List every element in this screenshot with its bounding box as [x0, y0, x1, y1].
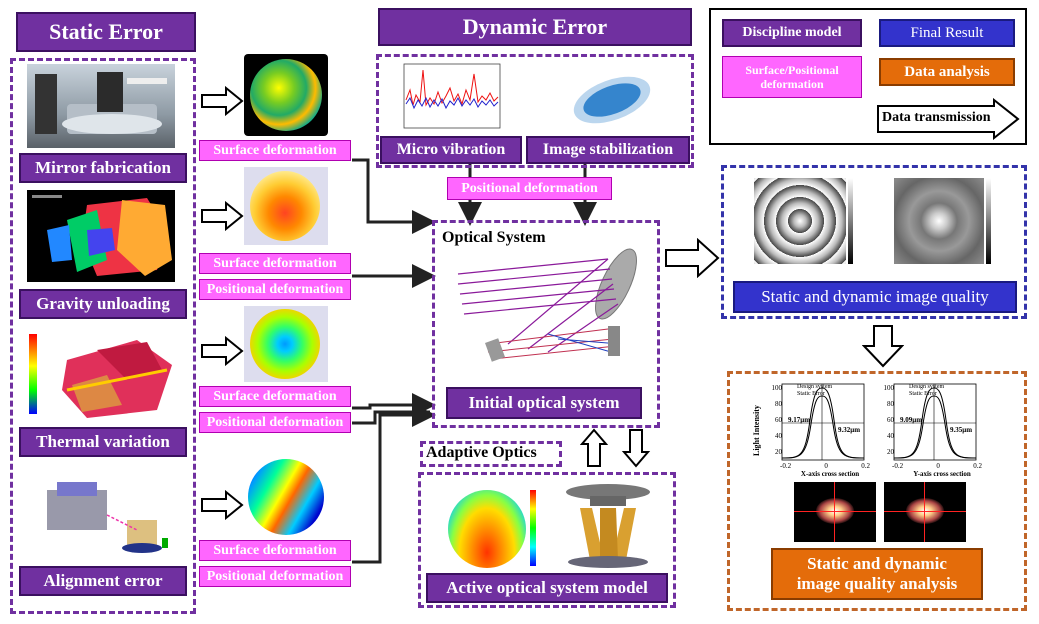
image-quality-panel: [721, 165, 1027, 319]
micro-vibration-label: Micro vibration: [380, 136, 522, 164]
y-cross-section-plot: [872, 380, 980, 474]
surface-deformation-label-1: Surface deformation: [199, 140, 351, 161]
y-plot-legend-static: Static Error: [909, 391, 937, 397]
optical-system-panel: [432, 220, 660, 428]
surface-contour-3: [244, 306, 328, 382]
section-mirror-fabrication: Mirror fabrication: [19, 153, 187, 183]
dynamic-error-panel: [376, 54, 694, 168]
outline-arrow-icon: [201, 86, 244, 116]
x-fwhm-value-2: 9.32μm: [838, 426, 861, 434]
static-dynamic-image-quality-label: Static and dynamic image quality: [733, 281, 1017, 313]
static-dynamic-image-quality-analysis-label: Static and dynamic image quality analysi…: [771, 548, 983, 600]
legend-final-result: Final Result: [879, 19, 1015, 47]
adaptive-optics-title: Adaptive Optics: [426, 444, 537, 461]
x-plot-y-ticks: 100 80 60 40 20: [771, 384, 783, 456]
positional-deformation-label-4: Positional deformation: [199, 566, 351, 587]
section-thermal-variation: Thermal variation: [19, 427, 187, 457]
section-alignment-error: Alignment error: [19, 566, 187, 596]
x-cross-section-caption: X-axis cross section: [800, 470, 860, 478]
mirror-fabrication-photo: [27, 64, 175, 148]
legend-discipline-model: Discipline model: [722, 19, 862, 47]
static-error-title: Static Error: [16, 12, 196, 52]
outline-arrow-icon: [665, 238, 720, 278]
image-stabilization-scatter: [560, 62, 666, 132]
light-intensity-axis-label: Light Intensity: [752, 405, 761, 457]
x-star-image: [794, 482, 876, 542]
surface-contour-1: [244, 54, 328, 136]
alignment-error-model: [27, 470, 177, 558]
outline-arrow-icon: [201, 336, 244, 366]
surface-deformation-label-2: Surface deformation: [199, 253, 351, 274]
micro-vibration-plot: [396, 60, 504, 134]
static-error-panel: [10, 58, 196, 614]
surface-deformation-label-4: Surface deformation: [199, 540, 351, 561]
legend-surface-positional: Surface/Positional deformation: [722, 56, 862, 98]
dynamic-error-title: Dynamic Error: [378, 8, 692, 46]
section-gravity-unloading: Gravity unloading: [19, 289, 187, 319]
initial-optical-system-label: Initial optical system: [446, 387, 642, 419]
y-star-image: [884, 482, 966, 542]
static-psf-image: [748, 174, 858, 272]
x-plot-legend-design: Design system: [797, 384, 833, 390]
legend-data-transmission-arrow-icon: [877, 98, 1020, 140]
x-fwhm-value-1: 9.17μm: [788, 416, 811, 424]
y-plot-legend-design: Design system: [909, 384, 945, 390]
active-optical-system-model-label: Active optical system model: [426, 573, 668, 603]
outline-arrow-icon: [201, 201, 244, 231]
legend-data-transmission-label: Data transmission: [882, 110, 991, 125]
surface-contour-4: [244, 455, 328, 539]
positional-deformation-label-2: Positional deformation: [199, 279, 351, 300]
x-plot-legend-static: Static Error: [797, 391, 825, 397]
dynamic-positional-deformation-label: Positional deformation: [447, 177, 612, 200]
surface-contour-2: [244, 167, 328, 245]
adaptive-optics-title-box: [420, 441, 562, 467]
legend-data-analysis: Data analysis: [879, 58, 1015, 86]
outline-arrow-icon: [201, 490, 244, 520]
surface-deformation-label-3: Surface deformation: [199, 386, 351, 407]
active-mirror-contour: [446, 480, 538, 570]
legend-box: [709, 8, 1027, 145]
y-plot-y-ticks: 100 80 60 40 20: [883, 384, 895, 456]
outline-down-arrow-icon: [862, 325, 904, 368]
positional-deformation-label-3: Positional deformation: [199, 412, 351, 433]
y-fwhm-value-1: 9.09μm: [900, 416, 923, 424]
bidirectional-arrow-icon: [580, 428, 651, 468]
y-fwhm-value-2: 9.35μm: [950, 426, 973, 434]
hexapod-model: [560, 478, 656, 570]
image-stabilization-label: Image stabilization: [526, 136, 690, 164]
analysis-panel: [727, 371, 1027, 611]
thermal-variation-model: [27, 330, 177, 422]
gravity-unloading-model: [27, 190, 175, 282]
optical-system-ray-diagram: [448, 244, 648, 374]
dynamic-psf-image: [888, 174, 996, 272]
optical-system-title: Optical System: [442, 229, 546, 246]
x-cross-section-plot: [760, 380, 868, 474]
adaptive-optics-panel: [418, 472, 676, 608]
y-cross-section-caption: Y-axis cross section: [913, 470, 971, 478]
